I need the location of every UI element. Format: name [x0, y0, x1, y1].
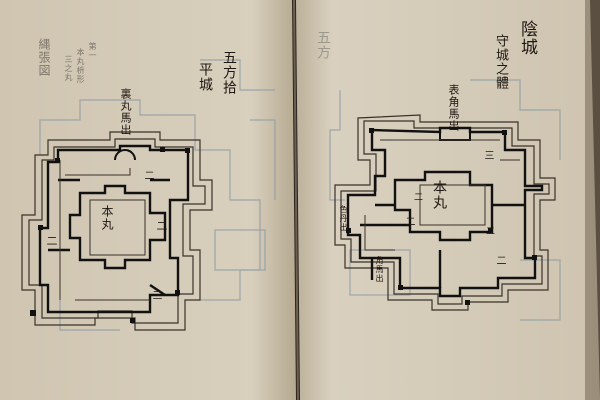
- left-ninomaru-label-3: 二: [142, 170, 153, 181]
- left-gate-label: 裏丸馬出: [119, 88, 132, 136]
- right-edge-shadow: [585, 0, 600, 400]
- right-faint-label: 五方: [315, 30, 331, 60]
- right-gate-label: 表角馬出: [447, 84, 460, 132]
- left-note-1: 第一: [88, 42, 97, 60]
- left-ninomaru-label: 二: [45, 235, 58, 247]
- left-outer-walls: [21, 131, 213, 331]
- left-top-label: 縄張図: [37, 38, 51, 77]
- right-inner-walls: [346, 126, 544, 298]
- left-inner-walls: [38, 144, 190, 314]
- right-title-main: 陰城: [517, 20, 537, 56]
- left-note-2: 本丸枡形: [76, 48, 85, 84]
- left-note-3: 三之丸: [64, 55, 73, 82]
- right-side-gate-label: 色丹出: [339, 205, 348, 232]
- left-sannomaru-label: 三: [150, 290, 161, 301]
- left-title-sub: 平城: [197, 62, 213, 92]
- left-honmaru-label: 本丸: [100, 205, 114, 231]
- right-lower-gate-label: 角馬出: [375, 256, 384, 283]
- right-outer-walls: [334, 114, 556, 311]
- right-inner-thin: [364, 139, 520, 251]
- right-honmaru-label: 本丸: [431, 180, 447, 210]
- right-sannomaru-label: 三: [482, 150, 493, 161]
- right-ninomaru-label-4: 二: [484, 226, 494, 236]
- right-ninomaru-label-3: 二: [494, 255, 505, 266]
- right-ninomaru-label: 二: [403, 216, 414, 227]
- book-gutter: [293, 0, 299, 400]
- left-ninomaru-label-2: 二: [155, 220, 168, 232]
- left-enclosure-dividers: [59, 160, 150, 301]
- left-title-main: 五方拾: [221, 50, 237, 95]
- right-ninomaru-label-2: 二: [412, 192, 422, 202]
- left-faint-outline: [39, 59, 276, 331]
- right-title-sub: 守城之體: [493, 34, 508, 90]
- left-corner-marks: [30, 147, 190, 323]
- right-corner-marks: [346, 128, 537, 305]
- right-page: [296, 0, 600, 400]
